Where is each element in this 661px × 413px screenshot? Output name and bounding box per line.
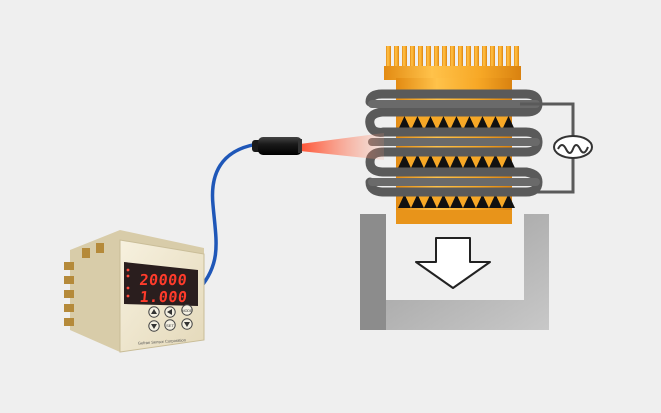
set-value-display: 1.000 xyxy=(139,288,189,306)
pattern-triangle xyxy=(398,194,411,208)
pattern-triangle xyxy=(456,116,470,130)
down-key[interactable] xyxy=(148,320,160,332)
gear-tooth xyxy=(434,46,439,70)
pattern-triangle xyxy=(456,154,470,168)
pattern-triangle xyxy=(489,154,502,168)
pattern-triangle xyxy=(443,116,457,130)
pattern-triangle xyxy=(430,194,444,208)
controller-keypad: MODE SET xyxy=(148,304,193,332)
pattern-triangle xyxy=(476,154,489,168)
pattern-triangle xyxy=(450,116,463,130)
pattern-triangle xyxy=(456,194,470,208)
pattern-triangle xyxy=(398,154,411,168)
mode-key[interactable]: MODE xyxy=(181,304,193,316)
pattern-triangle xyxy=(404,194,418,208)
gear-tooth xyxy=(386,46,391,70)
pattern-triangle xyxy=(417,116,431,130)
ir-temperature-sensor xyxy=(252,137,302,155)
pattern-triangle xyxy=(411,194,424,208)
gear-tooth xyxy=(418,46,423,70)
ac-source-icon xyxy=(553,135,593,159)
pattern-triangle xyxy=(443,154,457,168)
pattern-triangle xyxy=(450,154,463,168)
pattern-triangle xyxy=(437,116,450,130)
pattern-triangle xyxy=(463,116,476,130)
sensor-cable xyxy=(198,142,260,290)
pattern-triangle xyxy=(437,194,450,208)
pattern-triangle xyxy=(476,194,489,208)
pattern-triangle xyxy=(411,154,424,168)
pattern-triangle xyxy=(495,154,509,168)
gear-tooth xyxy=(474,46,479,70)
brand-label: Gefran Sensor Corporation xyxy=(138,337,186,345)
pattern-triangle xyxy=(469,116,483,130)
pattern-triangle xyxy=(495,194,509,208)
pattern-triangle xyxy=(463,194,476,208)
pattern-triangle xyxy=(430,116,444,130)
gear-tooth xyxy=(466,46,471,70)
pattern-triangle xyxy=(424,154,437,168)
pattern-triangle xyxy=(417,194,431,208)
gear-tooth xyxy=(426,46,431,70)
enter-key[interactable] xyxy=(181,318,193,330)
gear-tooth xyxy=(482,46,487,70)
pattern-triangle xyxy=(482,116,496,130)
pattern-triangle xyxy=(476,116,489,130)
pattern-triangle xyxy=(463,154,476,168)
pattern-triangle xyxy=(489,194,502,208)
collection-tray xyxy=(360,214,549,330)
pattern-triangle xyxy=(430,154,444,168)
pattern-triangle xyxy=(443,194,457,208)
pattern-triangle xyxy=(482,194,496,208)
pattern-triangle xyxy=(495,116,509,130)
pattern-triangle xyxy=(502,154,515,168)
laser-beam xyxy=(300,133,384,160)
power-leads xyxy=(520,102,575,194)
pattern-triangle xyxy=(502,116,515,130)
pattern-triangle xyxy=(502,194,515,208)
heating-pattern xyxy=(398,116,515,208)
set-key-label: SET xyxy=(166,323,174,328)
pattern-triangle xyxy=(411,116,424,130)
gear-tooth xyxy=(506,46,511,70)
pattern-triangle xyxy=(404,116,418,130)
pattern-triangle xyxy=(417,154,431,168)
pattern-triangle xyxy=(404,154,418,168)
pattern-triangle xyxy=(489,116,502,130)
pattern-triangle xyxy=(424,194,437,208)
gear-tooth xyxy=(394,46,399,70)
gear-tooth xyxy=(458,46,463,70)
pattern-triangle xyxy=(424,116,437,130)
process-value-display: 20000 xyxy=(139,271,189,289)
gear-tooth xyxy=(410,46,415,70)
set-key[interactable]: SET xyxy=(164,319,176,331)
pattern-triangle xyxy=(437,154,450,168)
pattern-triangle xyxy=(450,194,463,208)
pattern-triangle xyxy=(482,154,496,168)
pattern-triangle xyxy=(469,154,483,168)
gear-tooth xyxy=(498,46,503,70)
gear-tooth xyxy=(450,46,455,70)
coil-front-turns xyxy=(368,100,540,186)
up-key[interactable] xyxy=(148,306,160,318)
gear-tooth xyxy=(490,46,495,70)
pattern-triangle xyxy=(398,116,411,130)
mode-key-label: MODE xyxy=(182,309,193,313)
gear-tooth xyxy=(402,46,407,70)
left-key[interactable] xyxy=(164,306,176,318)
arrow-down-icon xyxy=(415,237,491,289)
gear-tooth xyxy=(514,46,519,70)
pattern-triangle xyxy=(469,194,483,208)
gear-tooth xyxy=(442,46,447,70)
temperature-controller: 20000 1.000 MODE SET xyxy=(64,230,205,353)
